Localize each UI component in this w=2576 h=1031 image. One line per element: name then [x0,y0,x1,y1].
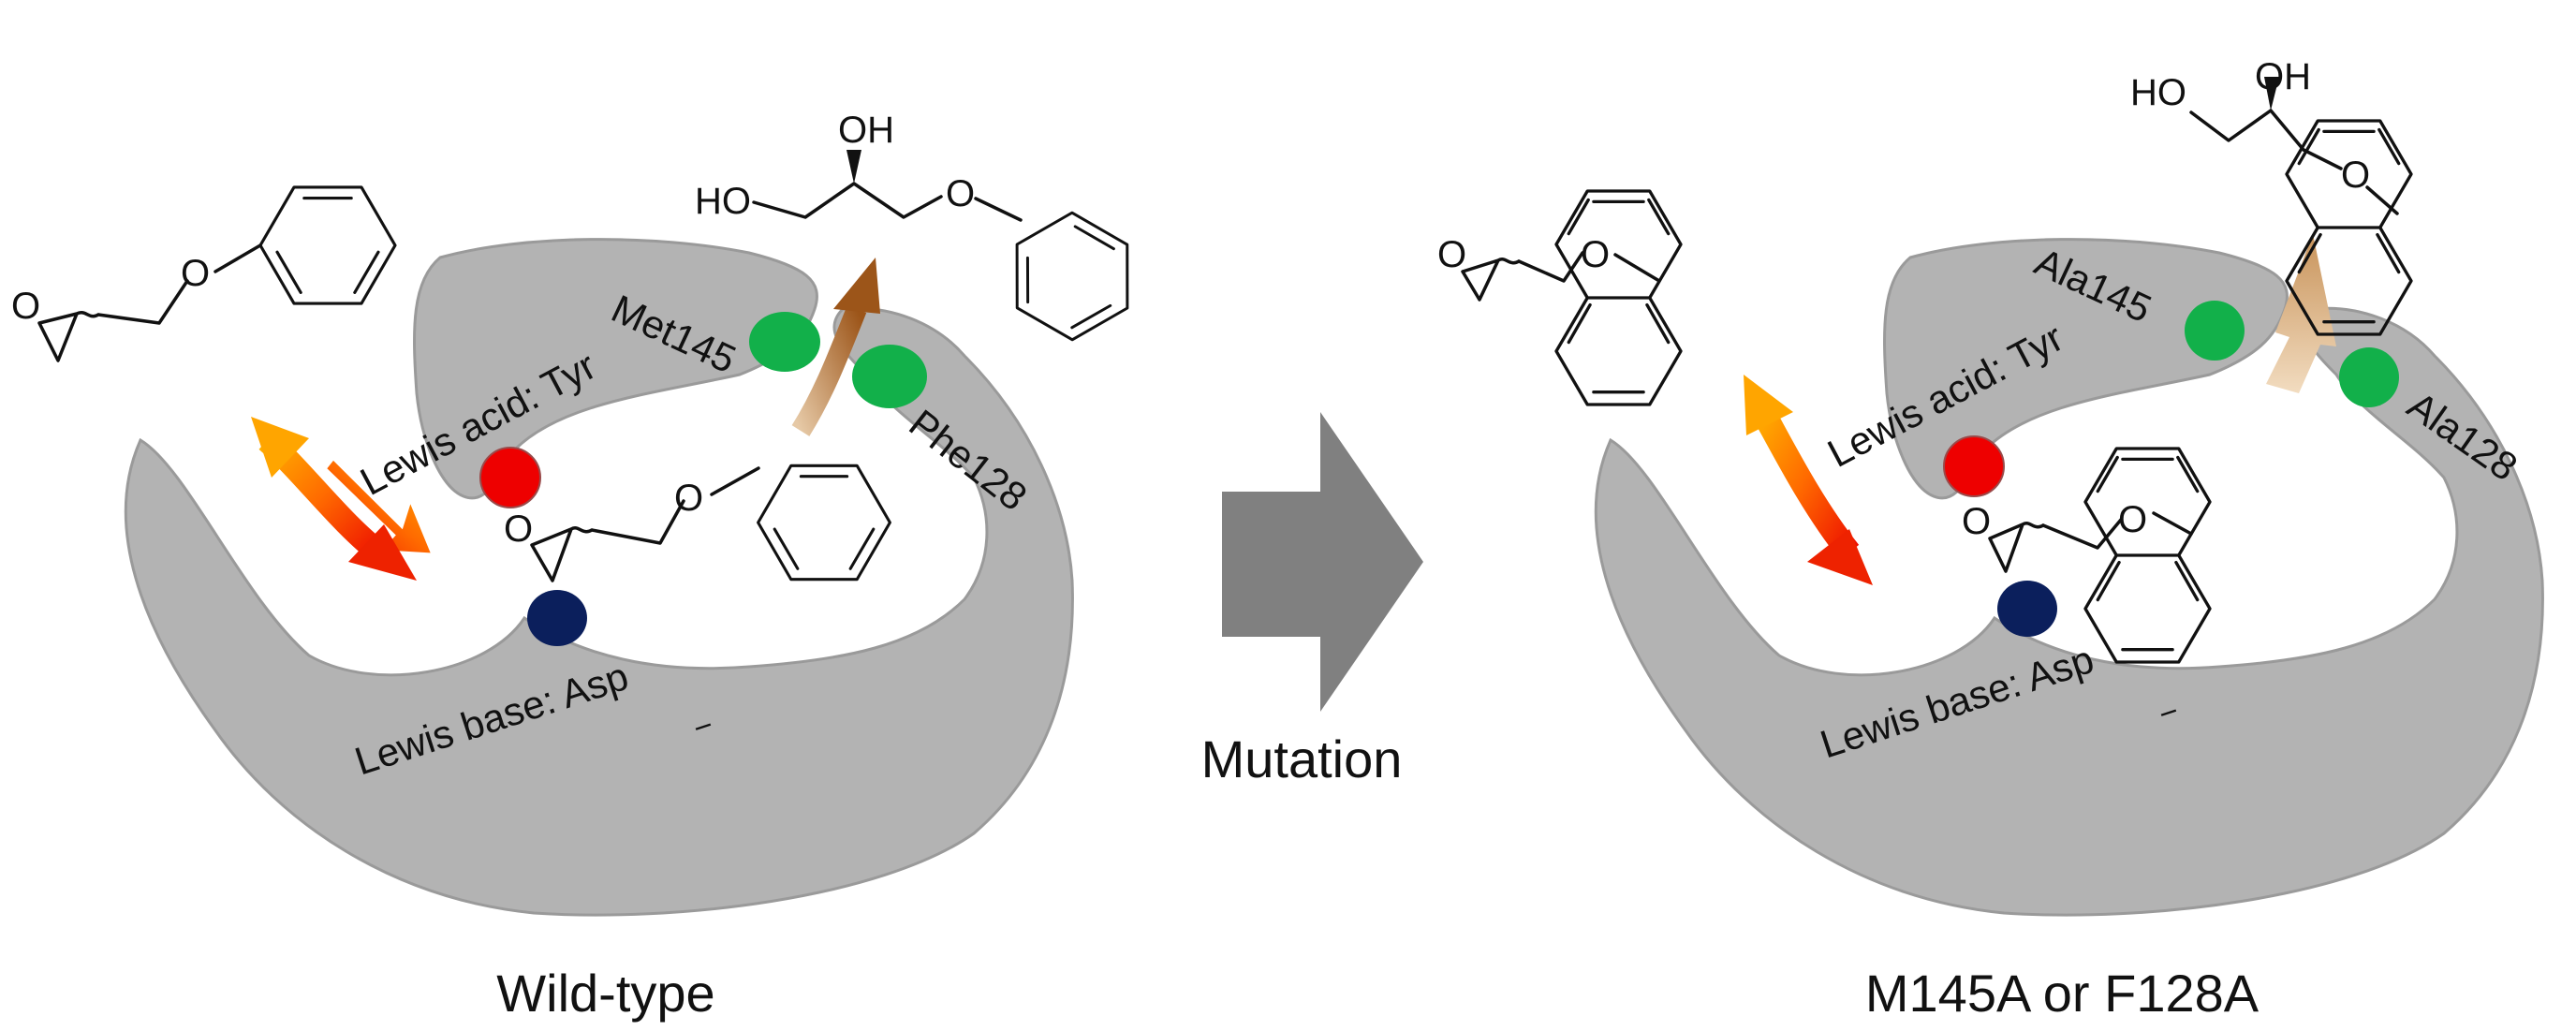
lewis-base-asp-dot-mutant [1997,581,2057,637]
substrate-binding-double-arrow-mutant [1744,375,1873,585]
mutation-arrow: Mutation [1201,412,1423,788]
svg-text:OH: OH [2255,56,2311,97]
left-panel: Lewis acid: Tyr Lewis base: Asp − Met145… [11,110,1156,1023]
mutation-arrow-shape [1222,412,1423,712]
product-release-arrow [791,258,880,436]
svg-text:O: O [2341,155,2370,196]
svg-text:O: O [181,253,210,294]
svg-text:O: O [946,173,975,214]
diol-product-wild-type: HO OH O [695,110,1156,358]
svg-text:OH: OH [838,110,894,151]
diol-product-mutant: HO OH O [2130,56,2413,336]
svg-text:O: O [1962,501,1991,542]
right-panel: Lewis acid: Tyr Lewis base: Asp − Ala145… [1437,56,2544,1023]
lewis-base-asp-dot [527,590,587,646]
svg-text:HO: HO [2130,72,2186,113]
substrate-binding-double-arrow [251,417,431,581]
svg-text:O: O [1437,234,1466,275]
lewis-acid-tyr-dot [479,447,541,508]
protein-pocket-wild-type [124,238,1074,917]
mutation-label: Mutation [1201,729,1403,788]
svg-text:O: O [1581,234,1610,275]
met145-dot [749,312,820,372]
substrate-naphthyl-glycidyl-ether-bound: O O [1962,447,2212,664]
ala145-dot [2185,301,2245,361]
svg-text:O: O [11,286,40,327]
lewis-acid-tyr-dot-mutant [1943,435,2005,497]
phe128-dot [852,345,927,408]
protein-pocket-mutant [1594,238,2544,917]
svg-text:O: O [504,508,533,550]
substrate-naphthyl-glycidyl-ether-outside: O O [1437,189,1683,406]
substrate-phenyl-glycidyl-ether-bound: O O [504,464,891,582]
mutant-caption: M145A or F128A [1865,964,2260,1023]
svg-text:O: O [2118,499,2147,540]
wild-type-caption: Wild-type [496,964,714,1023]
svg-text:O: O [674,478,703,519]
ala128-dot [2339,347,2399,407]
svg-text:HO: HO [695,181,751,222]
substrate-phenyl-glycidyl-ether-outside: O O [11,185,397,362]
product-release-arrow-mutant [2266,234,2336,393]
